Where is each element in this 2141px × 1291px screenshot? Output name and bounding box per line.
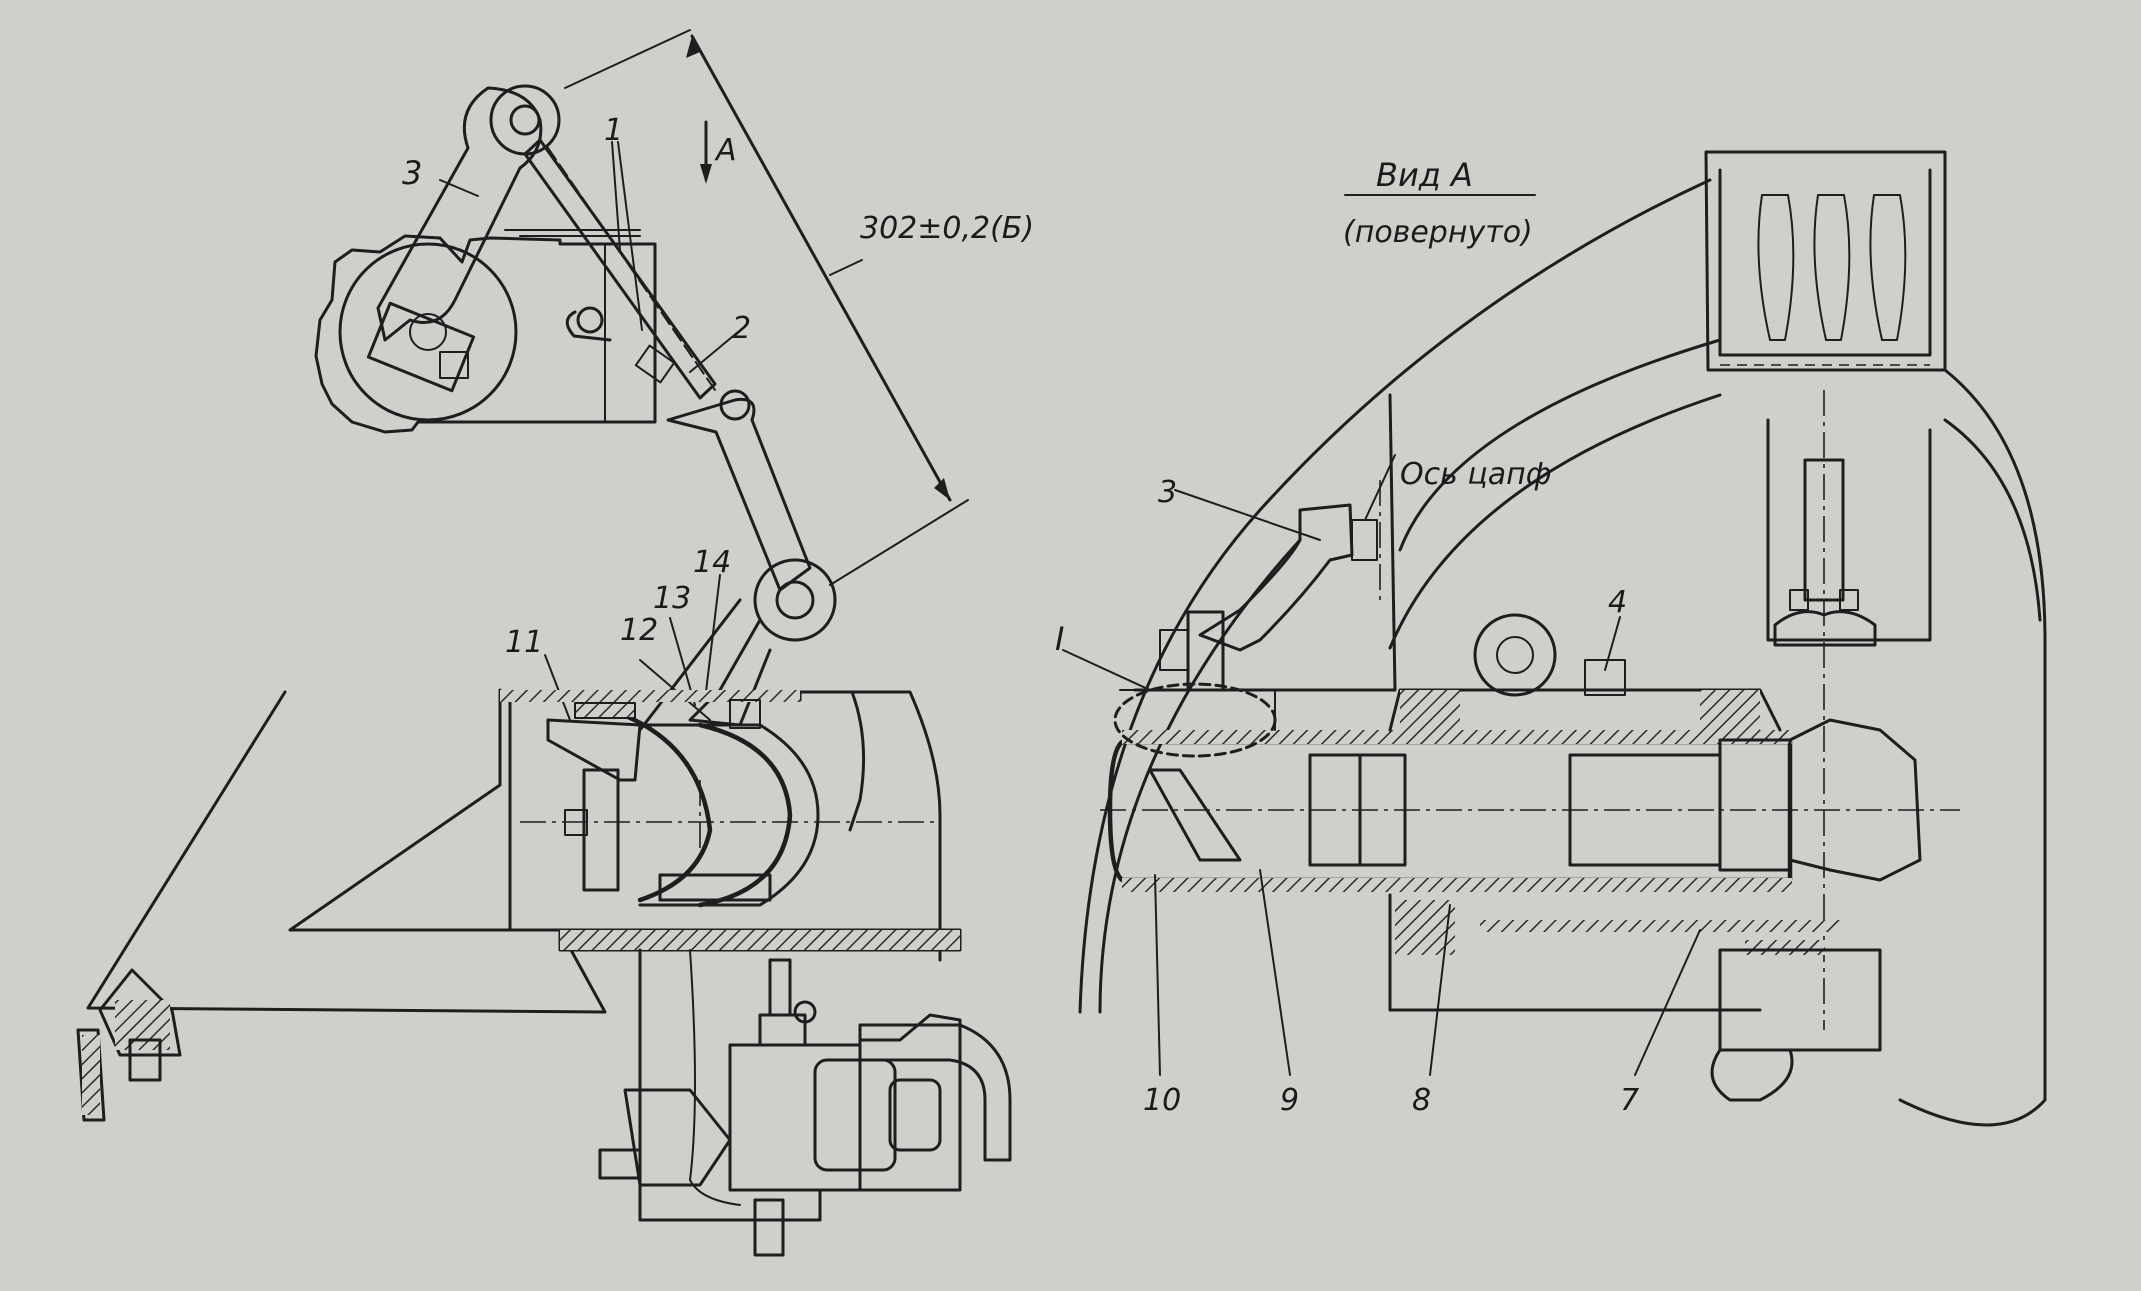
right-view-labels: Вид А (повернуто) Ось цапф I 3 4 7 8 9 1… [1055, 156, 1639, 1118]
right-view-section [1062, 150, 2047, 1127]
part-label-12: 12 [620, 613, 658, 648]
part-label-14: 14 [693, 545, 731, 580]
part-label-r9: 9 [1280, 1083, 1299, 1118]
part-label-11: 11 [505, 625, 543, 660]
view-arrow-letter: A [714, 133, 737, 168]
view-subtitle: (повернуто) [1343, 215, 1533, 250]
part-label-2: 2 [732, 311, 751, 346]
dimension-label: 302±0,2(Б) [860, 211, 1034, 246]
part-label-3: 3 [402, 154, 422, 192]
left-view-labels: 302±0,2(Б) A 1 2 3 11 12 13 14 [402, 113, 1034, 660]
part-label-r10: 10 [1143, 1083, 1181, 1118]
part-label-1: 1 [604, 113, 623, 148]
axis-label: Ось цапф [1400, 457, 1551, 492]
part-label-r3: 3 [1158, 475, 1177, 510]
part-label-r8: 8 [1412, 1083, 1431, 1118]
part-label-r7: 7 [1620, 1083, 1639, 1118]
left-view-turret-section [76, 688, 1012, 1257]
part-label-r4: 4 [1608, 585, 1627, 620]
detail-label: I [1055, 620, 1064, 658]
part-label-13: 13 [653, 581, 691, 616]
view-title: Вид А [1376, 156, 1473, 194]
